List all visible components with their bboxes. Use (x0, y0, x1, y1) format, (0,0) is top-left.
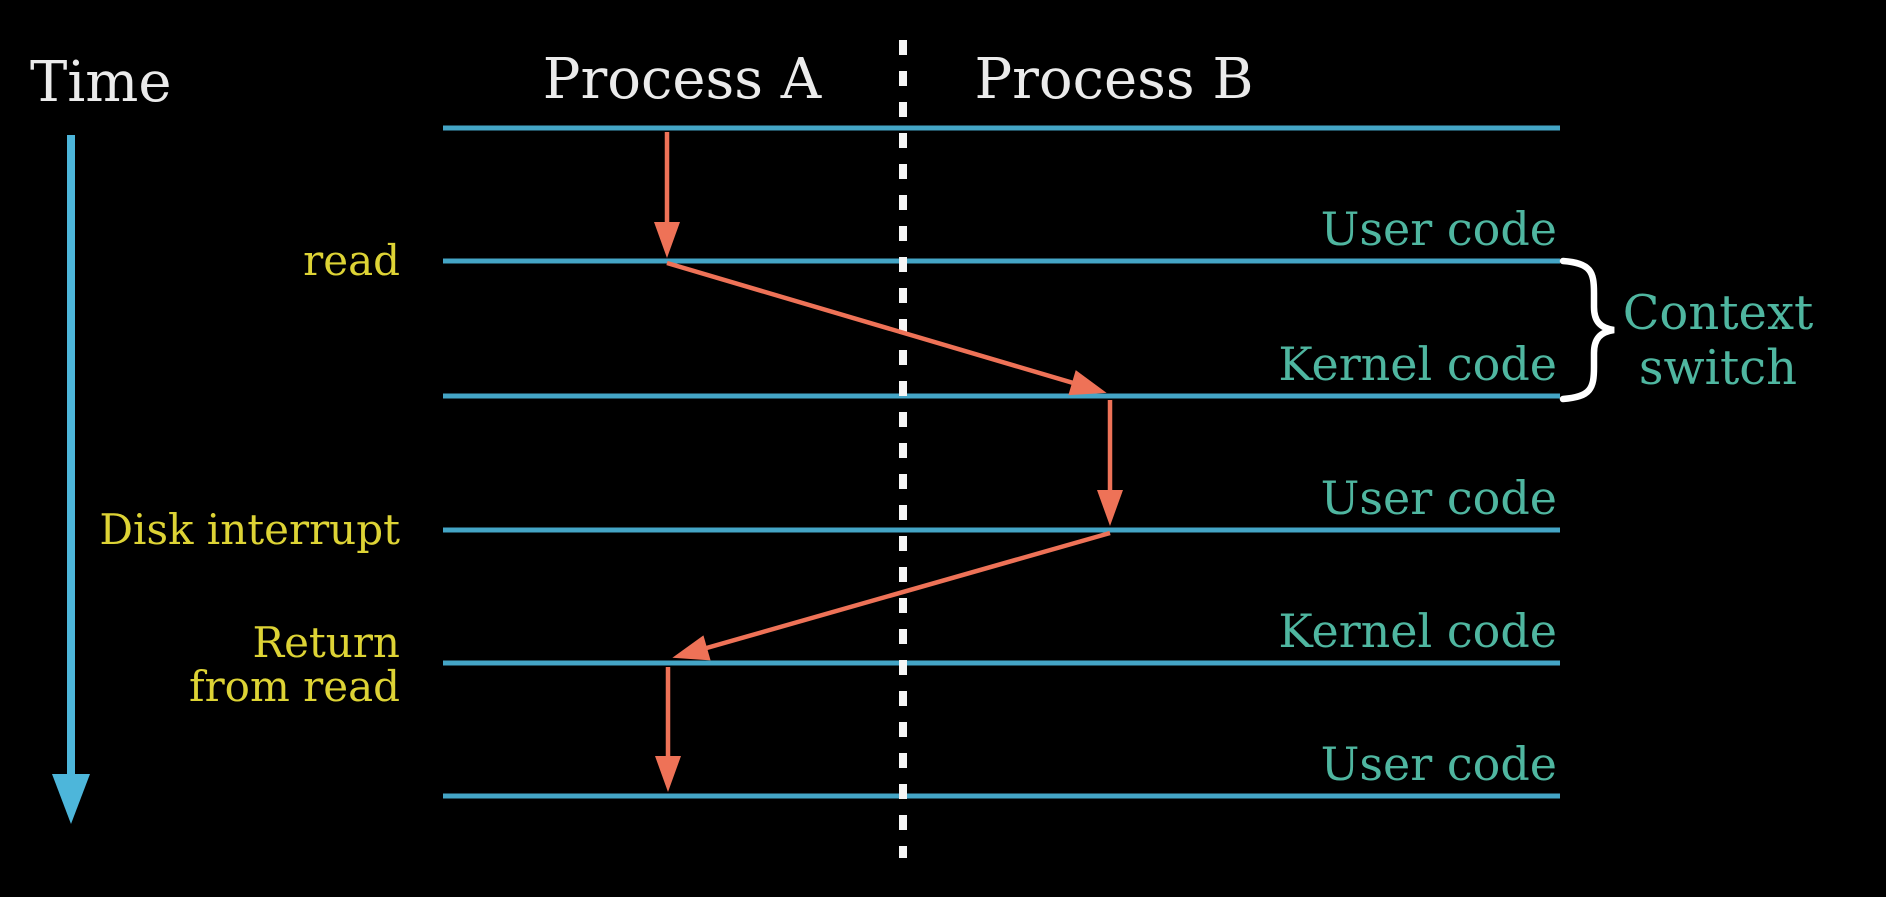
context-switch-brace (1559, 257, 1615, 403)
time-axis-arrow (52, 135, 90, 824)
time-axis-label: Time (30, 50, 172, 115)
execution-arrow-context-switch-to-b (666, 260, 1107, 396)
event-label-return-line1: Return (252, 618, 400, 667)
execution-path (654, 132, 1123, 792)
execution-arrow-interrupt-to-a (672, 530, 1111, 661)
context-switch-line2: switch (1638, 340, 1798, 397)
event-label-return-from-read: Return from read (150, 618, 400, 712)
event-label-return-line2: from read (189, 662, 400, 712)
event-label-read: read (303, 236, 400, 285)
code-region-label-user-3: User code (1320, 737, 1557, 791)
process-a-heading: Process A (542, 47, 822, 112)
code-region-label-kernel-1: Kernel code (1278, 337, 1557, 391)
code-region-label-user-2: User code (1320, 471, 1557, 525)
code-region-label-user-1: User code (1320, 202, 1557, 256)
event-label-disk-interrupt: Disk interrupt (99, 505, 400, 554)
timeline-lines (443, 125, 1560, 799)
context-switch-annotation: Context switch (1613, 285, 1823, 397)
code-region-label-kernel-2: Kernel code (1278, 604, 1557, 658)
time-axis-arrowhead-icon (52, 774, 90, 824)
context-switch-line1: Context (1622, 285, 1814, 341)
process-b-heading: Process B (974, 47, 1254, 112)
